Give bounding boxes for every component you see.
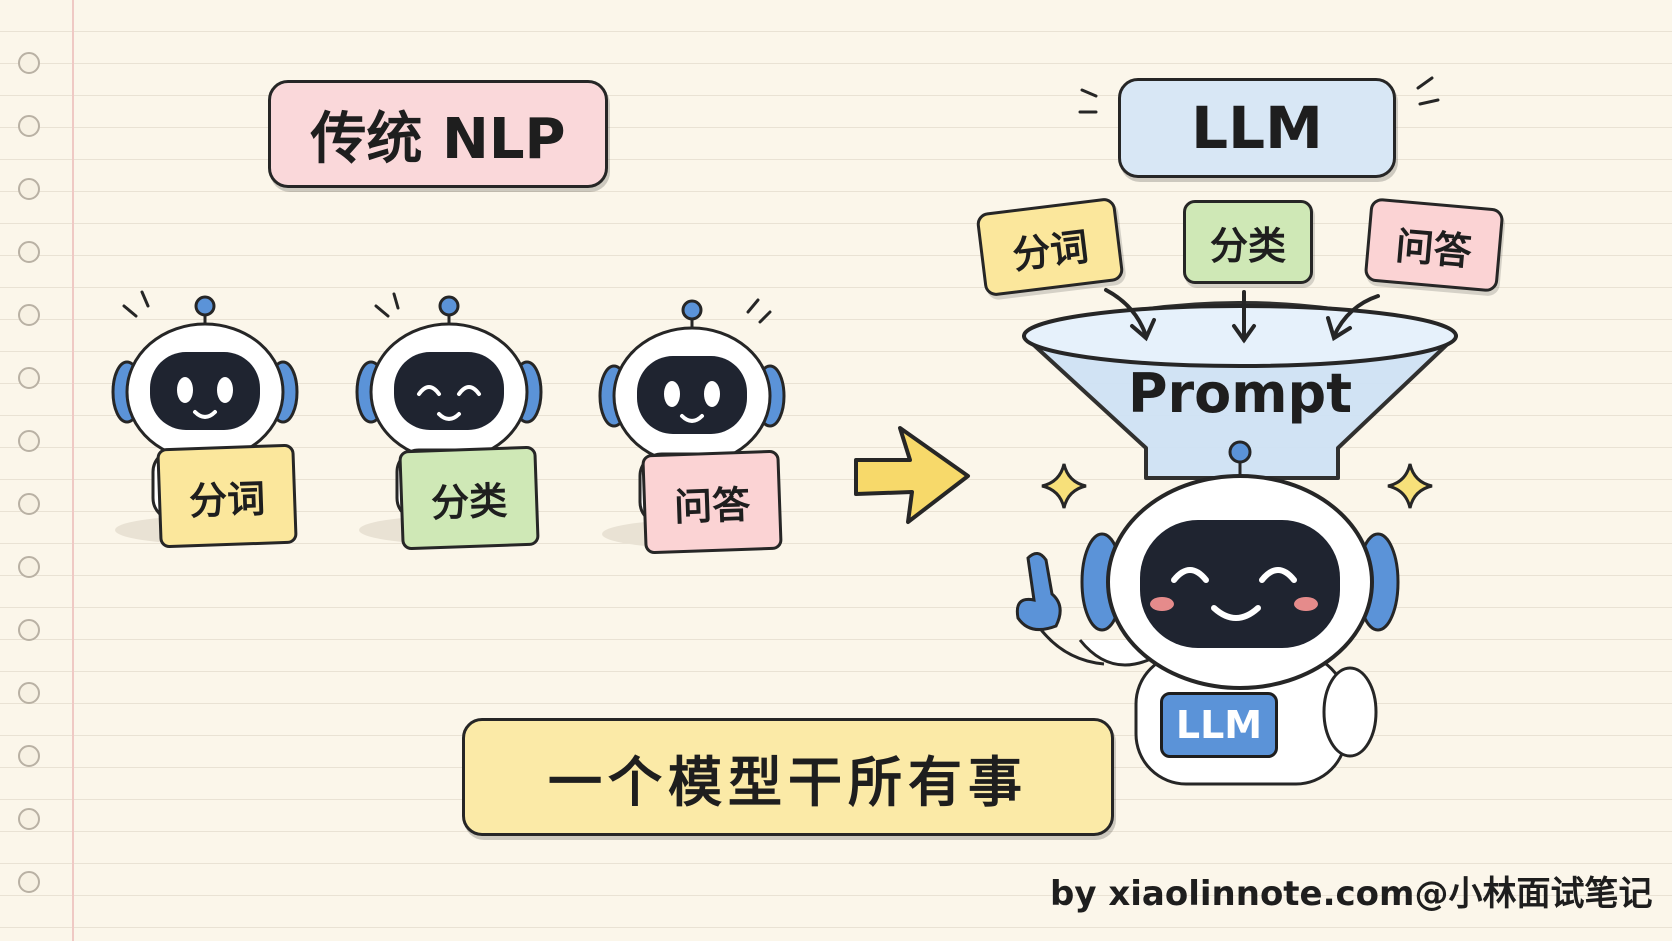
credit-text: by xiaolinnote.com@小林面试笔记 bbox=[1050, 874, 1653, 914]
binder-ring bbox=[18, 682, 40, 704]
arrow-right-icon bbox=[854, 426, 970, 524]
llm-task-tag-classify: 分类 bbox=[1183, 200, 1313, 284]
binder-ring bbox=[18, 745, 40, 767]
bottom-banner: 一个模型干所有事 bbox=[462, 718, 1114, 836]
binder-ring bbox=[18, 115, 40, 137]
task-sign-tokenize: 分词 bbox=[156, 443, 298, 549]
llm-task-tag-tokenize: 分词 bbox=[975, 196, 1125, 298]
binder-ring bbox=[18, 52, 40, 74]
robot-icon bbox=[598, 299, 786, 550]
llm-task-tag-qa: 问答 bbox=[1363, 197, 1505, 293]
notebook-margin-line bbox=[72, 0, 74, 941]
binder-ring bbox=[18, 241, 40, 263]
task-arrows bbox=[1104, 288, 1380, 344]
binder-ring bbox=[18, 493, 40, 515]
sparkle-icon bbox=[1040, 462, 1088, 510]
binder-ring bbox=[18, 178, 40, 200]
llm-title: LLM bbox=[1118, 78, 1396, 178]
motion-lines bbox=[122, 76, 1440, 324]
binder-ring bbox=[18, 808, 40, 830]
binder-ring bbox=[18, 367, 40, 389]
task-sign-qa: 问答 bbox=[641, 449, 783, 555]
robot-icon bbox=[355, 295, 543, 546]
binder-ring bbox=[18, 619, 40, 641]
robot-llm-badge: LLM bbox=[1160, 692, 1278, 758]
sparkle-icon bbox=[1386, 462, 1434, 510]
traditional-nlp-title: 传统 NLP bbox=[268, 80, 608, 188]
binder-ring bbox=[18, 304, 40, 326]
binder-ring bbox=[18, 871, 40, 893]
pointing-hand-icon bbox=[1015, 552, 1105, 666]
funnel-prompt-label: Prompt bbox=[1127, 362, 1353, 425]
robot-icon bbox=[111, 295, 299, 546]
task-sign-classify: 分类 bbox=[398, 445, 540, 551]
binder-ring bbox=[18, 556, 40, 578]
binder-ring bbox=[18, 430, 40, 452]
